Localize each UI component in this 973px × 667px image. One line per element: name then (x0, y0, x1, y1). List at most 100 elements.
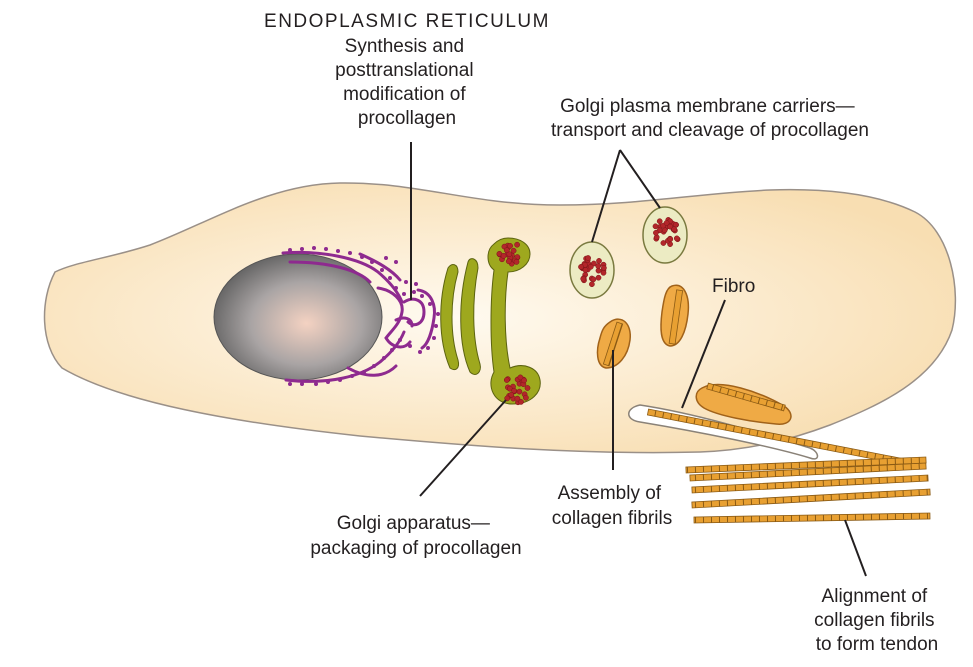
procollagen-dot (514, 241, 520, 248)
fibril-vesicle-icon (695, 382, 792, 425)
ribosome-dot (360, 255, 364, 259)
procollagen-dot (595, 274, 602, 281)
carrier-vesicle-icon (642, 206, 688, 264)
ribosome-dot (436, 312, 440, 316)
ribosome-dot (404, 280, 408, 284)
procollagen-cluster (503, 374, 531, 406)
ribosome-dot (382, 356, 386, 360)
procollagen-dot (510, 247, 517, 254)
ribosome-dot (418, 350, 422, 354)
procollagen-dot (600, 269, 607, 276)
procollagen-dot (516, 388, 523, 395)
ribosome-dot (326, 380, 330, 384)
fibril-vesicle-icon (596, 318, 631, 369)
leader-line-alignment (844, 519, 867, 577)
procollagen-cluster (496, 241, 521, 267)
ribosome-dots (288, 246, 440, 386)
ribosome-dot (350, 374, 354, 378)
collagen-fibril-icon (693, 512, 931, 524)
procollagen-cluster (652, 217, 681, 247)
procollagen-dot (590, 276, 597, 283)
procollagen-dot (511, 387, 517, 394)
procollagen-dot (503, 377, 510, 383)
leader-line-golgi (419, 399, 507, 497)
ribosome-dot (414, 282, 418, 286)
procollagen-dot (601, 265, 607, 271)
ribosome-dot (394, 286, 398, 290)
carrier-vesicle-icon (569, 241, 615, 299)
golgi-label: Golgi apparatus— packaging of procollage… (310, 513, 521, 559)
ribosome-dot (420, 294, 424, 298)
procollagen-dot (508, 391, 515, 398)
ribosome-dot (394, 260, 398, 264)
collagen-fibrils (646, 408, 931, 524)
leader-line-fibro (681, 299, 726, 409)
ribosome-dot (412, 290, 416, 294)
procollagen-dot (523, 394, 529, 401)
procollagen-dot (660, 240, 667, 246)
procollagen-dot (596, 258, 602, 264)
ribosome-dot (336, 249, 340, 253)
ribosome-dot (428, 302, 432, 306)
ribosome-dot (390, 348, 394, 352)
endoplasmic-reticulum-icon (281, 250, 436, 383)
ribosome-dot (426, 346, 430, 350)
ribosome-dot (388, 276, 392, 280)
ribosome-dot (300, 247, 304, 251)
procollagen-dot (504, 395, 511, 402)
procollagen-dot (524, 385, 531, 391)
ribosome-dot (408, 344, 412, 348)
procollagen-dot (518, 399, 524, 405)
fibril-vesicle-icon (660, 284, 690, 347)
ribosome-dot (362, 370, 366, 374)
ribosome-dot (432, 336, 436, 340)
fibro-label: Fibro (712, 276, 755, 297)
procollagen-dot (521, 377, 527, 384)
procollagen-cluster (578, 255, 607, 288)
ribosome-dot (300, 382, 304, 386)
ribosome-dot (348, 251, 352, 255)
er-title: ENDOPLASMIC RETICULUM (264, 11, 550, 32)
procollagen-dot (595, 263, 602, 269)
collagen-fibril-icon (691, 488, 931, 509)
ribosome-dot (434, 324, 438, 328)
procollagen-dot (652, 223, 659, 230)
ribosome-dot (338, 378, 342, 382)
procollagen-dot (653, 229, 659, 236)
procollagen-dot (578, 264, 584, 270)
procollagen-dot (673, 235, 680, 242)
ribosome-dot (380, 268, 384, 272)
ribosome-dot (312, 246, 316, 250)
procollagen-dot (500, 253, 507, 259)
golgi-apparatus-icon (440, 237, 541, 405)
er-description: Synthesis and posttranslational modifica… (335, 36, 479, 129)
ribosome-dot (398, 338, 402, 342)
ribosome-dot (288, 382, 292, 386)
ribosome-dot (324, 247, 328, 251)
procollagen-dot (663, 220, 670, 226)
ribosome-dot (288, 248, 292, 252)
collagen-fibril-icon (691, 474, 929, 494)
ribosome-dot (384, 256, 388, 260)
carriers-label: Golgi plasma membrane carriers— transpor… (551, 96, 869, 141)
procollagen-dot (580, 275, 587, 282)
collagen-fibril-icon (685, 456, 927, 474)
ribosome-dot (370, 260, 374, 264)
ribosome-dot (372, 364, 376, 368)
procollagen-dot (589, 281, 595, 288)
ribosome-dot (314, 382, 318, 386)
alignment-label: Alignment of collagen fibrils to form te… (814, 586, 940, 655)
leader-line-carriers (591, 149, 661, 243)
ribosome-dot (402, 292, 406, 296)
procollagen-dot (585, 255, 591, 261)
procollagen-dot (671, 226, 678, 233)
assembly-label: Assembly of collagen fibrils (552, 483, 672, 529)
procollagen-dot (503, 247, 510, 254)
collagen-fibril-icon (689, 462, 927, 482)
procollagen-dot (656, 218, 663, 225)
procollagen-dot (513, 259, 520, 265)
procollagen-dot (517, 374, 524, 381)
procollagen-dot (582, 267, 589, 273)
procollagen-dot (514, 395, 521, 402)
